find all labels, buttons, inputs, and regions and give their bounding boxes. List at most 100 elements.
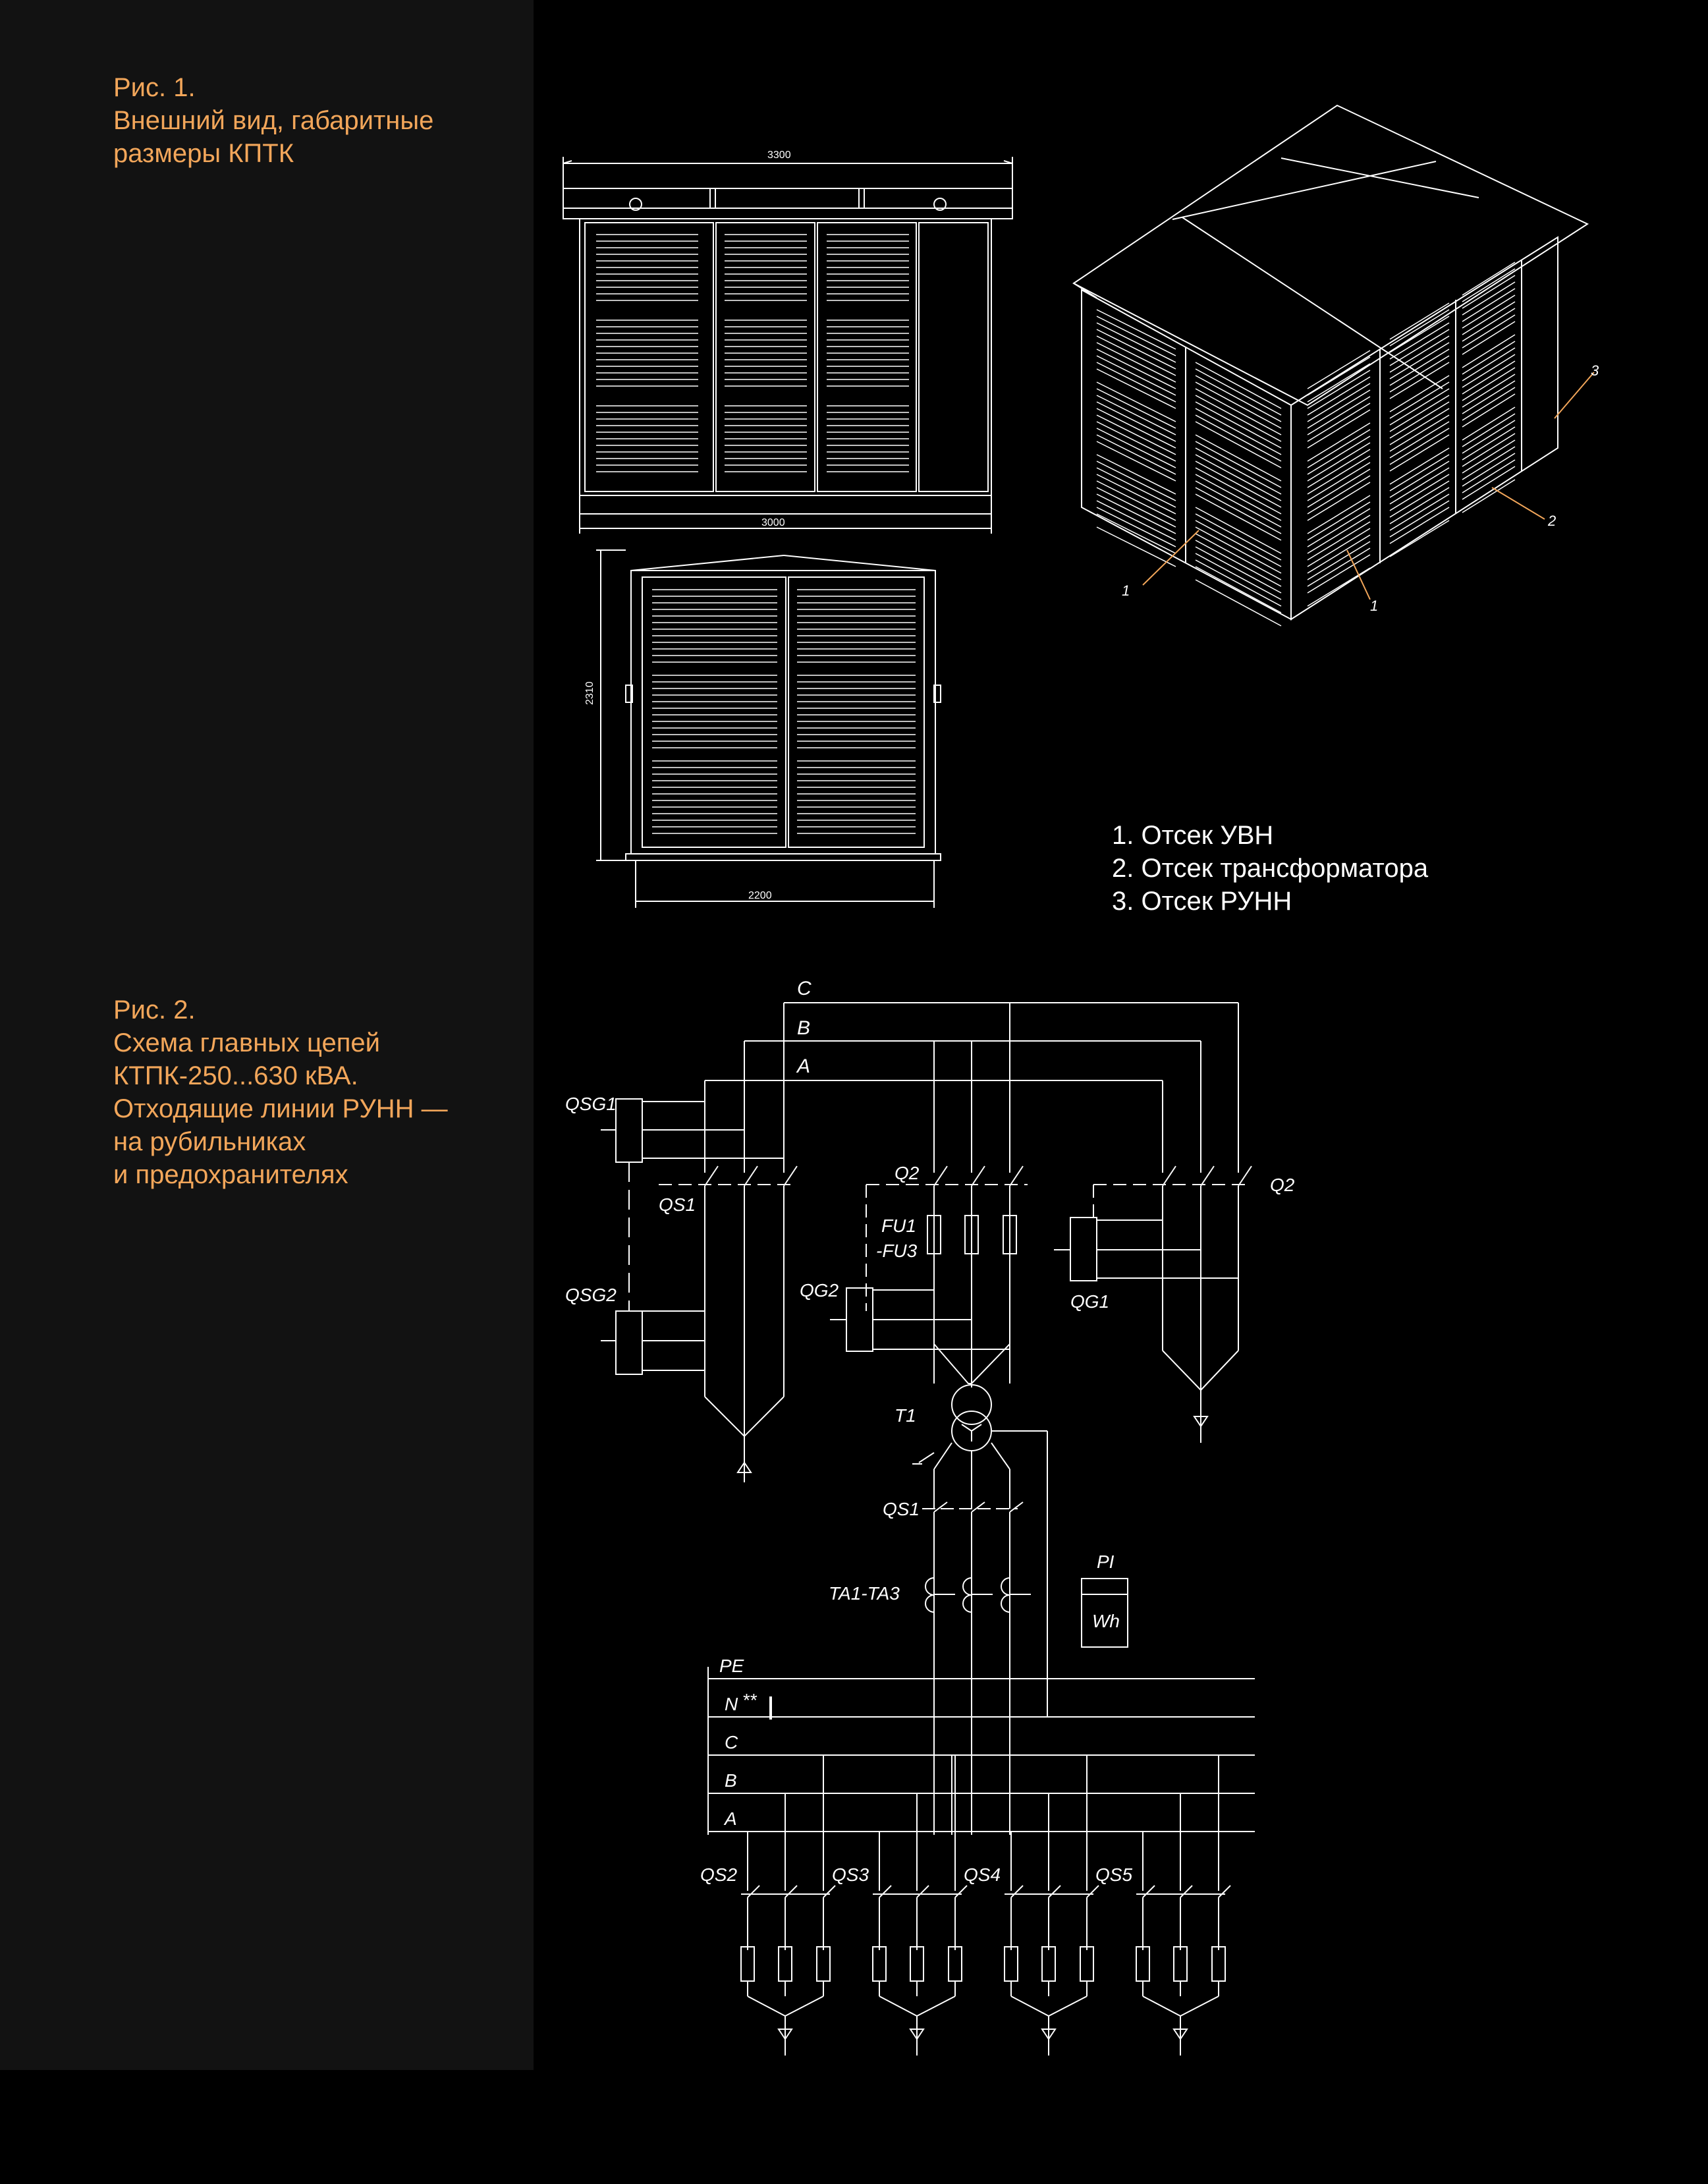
louver-slat — [1096, 487, 1176, 528]
switch-blade — [954, 1885, 968, 1898]
louver-slat — [1307, 475, 1371, 515]
louver-slat — [1389, 493, 1450, 531]
louver-slat — [1389, 329, 1450, 366]
louver-slat — [1462, 281, 1516, 316]
louver-slat — [1307, 449, 1371, 488]
louver-slat — [1096, 335, 1176, 376]
switch-blade — [1086, 1885, 1099, 1898]
figure1-caption-line: Внешний вид, габаритные — [113, 106, 434, 135]
louver-slat — [1307, 429, 1371, 468]
louver-slat — [1307, 534, 1371, 574]
louver-slat — [1096, 421, 1176, 462]
louver-slat — [1462, 294, 1516, 329]
louver-slat — [1307, 515, 1371, 554]
cable-end-marker — [1172, 2029, 1188, 2040]
louver-slat — [1195, 388, 1282, 435]
figure2-schematic: C B A QSG1 QS1 QSG2 — [565, 978, 1295, 2056]
iso-louvers — [1096, 262, 1516, 627]
figure2-caption-line: Рис. 2. — [113, 995, 196, 1024]
louver-slat — [1389, 461, 1450, 498]
louver-slat — [1389, 388, 1450, 426]
louver-slat — [1307, 376, 1371, 416]
fuse — [1080, 1946, 1094, 1982]
qg2-label: QG2 — [800, 1280, 839, 1301]
louver-slat — [1389, 395, 1450, 432]
fuse — [1173, 1946, 1188, 1982]
louver-slat — [1462, 334, 1516, 368]
fuse — [1211, 1946, 1226, 1982]
louver-slat — [1195, 421, 1282, 468]
louver-slat — [1096, 355, 1176, 396]
qsg1-label: QSG1 — [565, 1094, 617, 1114]
louver-slat — [1389, 487, 1450, 524]
fuse — [872, 1946, 887, 1982]
figure1-caption: Рис. 1. Внешний вид, габаритные размеры … — [113, 71, 433, 170]
louver-slat — [1195, 368, 1282, 416]
louver-slat — [1307, 403, 1371, 442]
louver-slat — [1389, 309, 1450, 347]
louver-slat — [1462, 268, 1516, 302]
louver-slat — [1307, 455, 1371, 495]
louver-slat — [1195, 395, 1282, 442]
louver-slat — [1307, 409, 1371, 449]
louver-slat — [1462, 288, 1516, 322]
louver-slat — [1195, 434, 1282, 482]
cable-termination — [747, 1996, 824, 2017]
louver-slat — [1096, 309, 1176, 350]
louver-slat — [1389, 401, 1450, 439]
louver-slat — [1096, 388, 1176, 429]
cable-end-marker — [909, 2029, 925, 2040]
louver-slat — [1307, 468, 1371, 508]
callout-1: 1 — [1122, 582, 1130, 599]
louver-slat — [1096, 474, 1176, 515]
figure2-caption-line: на рубильниках — [113, 1127, 306, 1156]
louver-slat — [1307, 356, 1371, 396]
louver-slat — [1307, 508, 1371, 547]
figure1-drawings: 3300 3000 2310 — [563, 104, 1599, 908]
louver-slat — [1195, 467, 1282, 515]
switch-blade — [1010, 1885, 1024, 1898]
louver-slat — [1096, 461, 1176, 501]
louver-slat — [1389, 414, 1450, 452]
louver-slat — [1195, 487, 1282, 534]
louver-slat — [1389, 349, 1450, 386]
louver-slat — [1195, 559, 1282, 607]
phase-c-label: C — [797, 978, 812, 999]
callout-3: 3 — [1591, 362, 1599, 379]
louver-slat — [1462, 466, 1516, 500]
figure1-caption-line: размеры КПТК — [113, 139, 294, 168]
louver-slat — [1307, 541, 1371, 580]
switch-blade — [1180, 1885, 1193, 1898]
qsg2-label: QSG2 — [565, 1285, 617, 1305]
louver-slat — [1462, 354, 1516, 388]
louver-slat — [1096, 507, 1176, 547]
fuse — [910, 1946, 924, 1982]
louver-slat — [1195, 553, 1282, 600]
fu-label-2: -FU3 — [876, 1241, 918, 1261]
louver-slat — [1462, 439, 1516, 474]
louver-slat — [1307, 435, 1371, 475]
louver-slat — [1462, 393, 1516, 428]
louver-slat — [1389, 507, 1450, 544]
louver-slat — [1462, 420, 1516, 454]
louver-slat — [1307, 547, 1371, 587]
fuse — [1004, 1946, 1018, 1982]
louver-slat — [1389, 362, 1450, 399]
bus-c-label: C — [725, 1732, 738, 1752]
louver-slat — [1389, 421, 1450, 459]
qs1-lv-label: QS1 — [883, 1499, 920, 1519]
louver-slat — [1389, 355, 1450, 393]
louver-slat — [1096, 454, 1176, 495]
louver-slat — [1462, 301, 1516, 335]
louver-slat — [1096, 349, 1176, 389]
louver-slat — [1195, 493, 1282, 541]
louver-slat — [1389, 375, 1450, 412]
louver-slat — [1195, 454, 1282, 501]
louver-slat — [1307, 442, 1371, 482]
pi-label: PI — [1097, 1552, 1115, 1572]
louver-slat — [1096, 362, 1176, 403]
feeder-label: QS5 — [1095, 1864, 1132, 1885]
louver-slat — [1462, 321, 1516, 355]
